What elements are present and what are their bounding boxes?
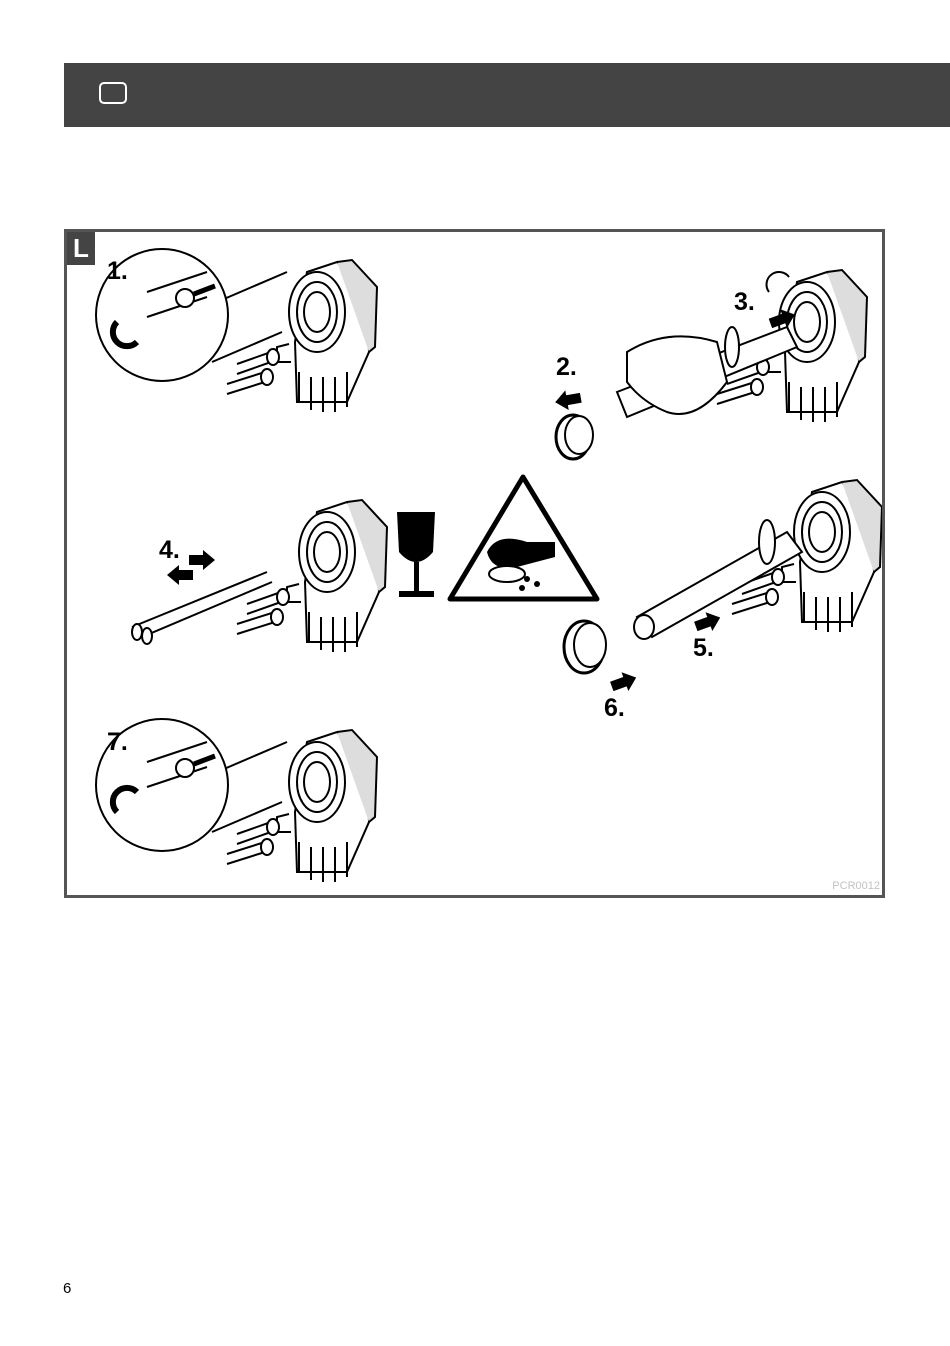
unit-illustration-1 xyxy=(96,249,377,412)
figure-frame: L 1. 2. 3. 4. 5. 6. 7. PCR0012 xyxy=(64,229,885,898)
step-6-label: 6. xyxy=(604,696,625,721)
header-bar xyxy=(64,63,950,127)
rounded-square-icon xyxy=(99,82,127,104)
cut-hazard-warning-icon xyxy=(450,477,597,599)
unit-illustration-5 xyxy=(564,480,882,696)
illustration xyxy=(67,232,882,895)
step-5-label: 5. xyxy=(693,636,714,661)
page-number: 6 xyxy=(63,1280,71,1297)
unit-illustration-7 xyxy=(96,719,377,882)
step-4-label: 4. xyxy=(159,538,180,563)
figure-code: PCR0012 xyxy=(832,880,880,892)
unit-illustration-3 xyxy=(553,270,867,459)
step-2-label: 2. xyxy=(556,355,577,380)
step-3-label: 3. xyxy=(734,290,755,315)
section-letter: L xyxy=(67,232,95,265)
step-7-label: 7. xyxy=(107,730,128,755)
fragile-glass-icon xyxy=(397,512,435,597)
step-1-label: 1. xyxy=(107,259,128,284)
unit-illustration-4 xyxy=(132,500,387,652)
